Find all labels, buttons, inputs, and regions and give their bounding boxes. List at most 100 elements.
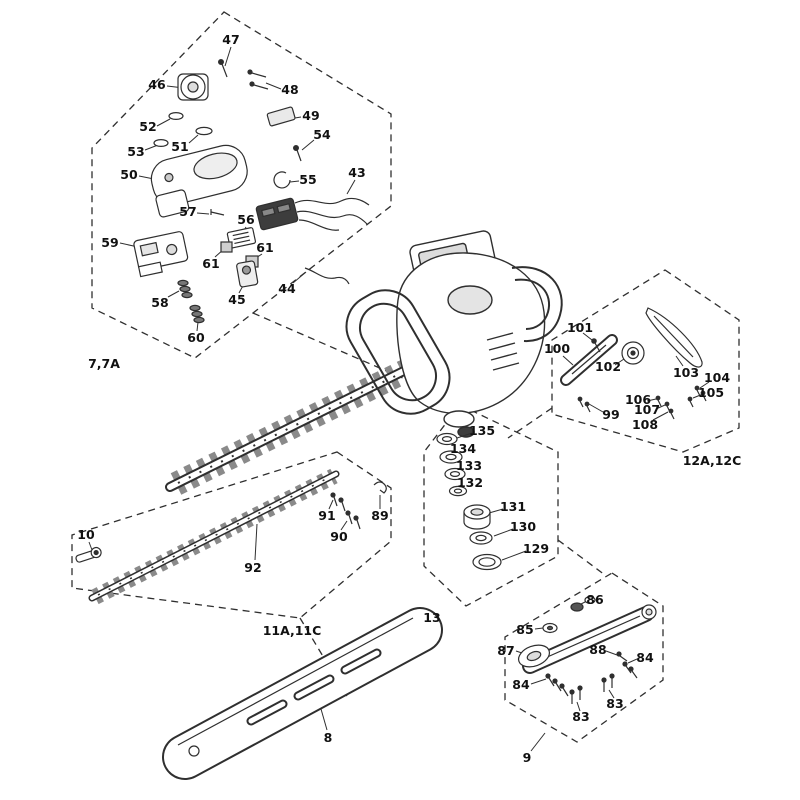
part-label-86: 86 [586,591,604,607]
part-label-57: 57 [179,203,197,219]
part-85-grommet [542,622,558,634]
part-label-61: 61 [202,255,220,271]
part-108-screw [668,408,675,420]
blade-assembly-upper [165,345,447,495]
part-label-55: 55 [299,171,317,187]
part-label-84: 84 [636,649,654,665]
group-9-parts [517,595,657,704]
part-48-screws [247,69,269,90]
output-flange [443,410,475,428]
part-label-53: 53 [127,143,145,159]
part-label-107: 107 [633,401,661,417]
part-44-wire [304,267,350,285]
part-92-blade [88,468,340,605]
cover-slots [246,648,382,726]
panel-12a-12c [551,269,740,453]
front-loop-handle [345,289,451,415]
part-46-motor [177,73,209,101]
panel-9 [504,572,664,743]
part-101-screw [591,338,601,353]
part-61-block [220,241,233,253]
part-label-43: 43 [348,164,366,180]
part-label-54: 54 [313,126,331,142]
part-60-spring [189,304,205,324]
motor-housing [396,252,546,415]
part-49-plate [266,106,296,127]
part-label-108: 108 [631,416,659,432]
part-label-130: 130 [509,518,537,534]
connector-line [507,407,553,439]
part-label-56: 56 [237,211,255,227]
part-label-99: 99 [602,406,620,422]
part-84-screws-right [622,661,638,679]
part-89-clip [373,481,387,494]
trimmer-body [345,230,563,438]
group-label-11a-11c: 11A,11C [262,622,322,638]
part-84-screws-left [545,673,569,697]
part-102-disc [621,341,645,365]
part-87-housing [517,644,551,668]
group-label-13: 13 [423,609,441,625]
part-label-84b: 84 [512,676,530,692]
part-label-61b: 61 [256,239,274,255]
part-8-blade-cover [162,607,443,780]
rear-handle [511,266,563,343]
part-105-screw [687,396,694,408]
group-label-12a-12c: 12A,12C [682,452,742,468]
part-45-switch [236,260,259,288]
part-label-91: 91 [318,507,336,523]
part-label-92: 92 [244,559,262,575]
part-103-blade-guide [645,307,703,368]
housing-vents [486,332,520,371]
group-11a-11c-parts [75,468,387,605]
part-label-105: 105 [697,384,725,400]
part-132-washer [448,485,468,497]
part-106-screw [655,395,662,407]
panel-13 [423,404,559,607]
panel-11a-11c [71,451,392,619]
part-53-ring [153,139,169,148]
part-label-135: 135 [468,422,496,438]
part-handle-rail [522,604,657,674]
part-label-104: 104 [703,369,731,385]
connector-block [255,197,299,231]
part-label-50: 50 [120,166,138,182]
part-label-87: 87 [497,642,515,658]
part-label-83b: 83 [572,708,590,724]
part-104-screws [694,385,707,402]
part-47-screw [218,58,228,78]
group-13-parts [436,432,502,571]
part-label-44: 44 [278,280,296,296]
leader-lines [88,46,710,752]
part-134-washer [439,450,463,464]
part-label-129: 129 [522,540,550,556]
connector-line [557,539,606,576]
part-label-102: 102 [594,358,622,374]
part-label-10: 10 [77,526,95,542]
part-label-90: 90 [330,528,348,544]
part-51-ring [195,126,213,136]
part-label-8: 8 [323,729,333,745]
part-label-83: 83 [606,695,624,711]
part-88-screw [616,651,628,662]
part-50-gearbox-housing [150,144,248,218]
part-56-plate [226,227,257,249]
part-52-ring [168,111,184,120]
part-label-46: 46 [148,76,166,92]
part-label-89: 89 [371,507,389,523]
part-label-134: 134 [449,440,477,456]
part-label-106: 106 [624,391,652,407]
part-55-circlip [273,171,291,189]
part-label-103: 103 [672,364,700,380]
part-label-85: 85 [516,621,534,637]
part-130-washer [469,531,493,545]
group-12a-12c-parts [560,307,707,420]
part-label-60: 60 [187,329,205,345]
panel-7-7a [91,11,392,359]
part-99-screws [577,396,591,413]
part-59-bracket [133,231,189,278]
part-label-131: 131 [499,498,527,514]
part-label-88: 88 [589,641,607,657]
